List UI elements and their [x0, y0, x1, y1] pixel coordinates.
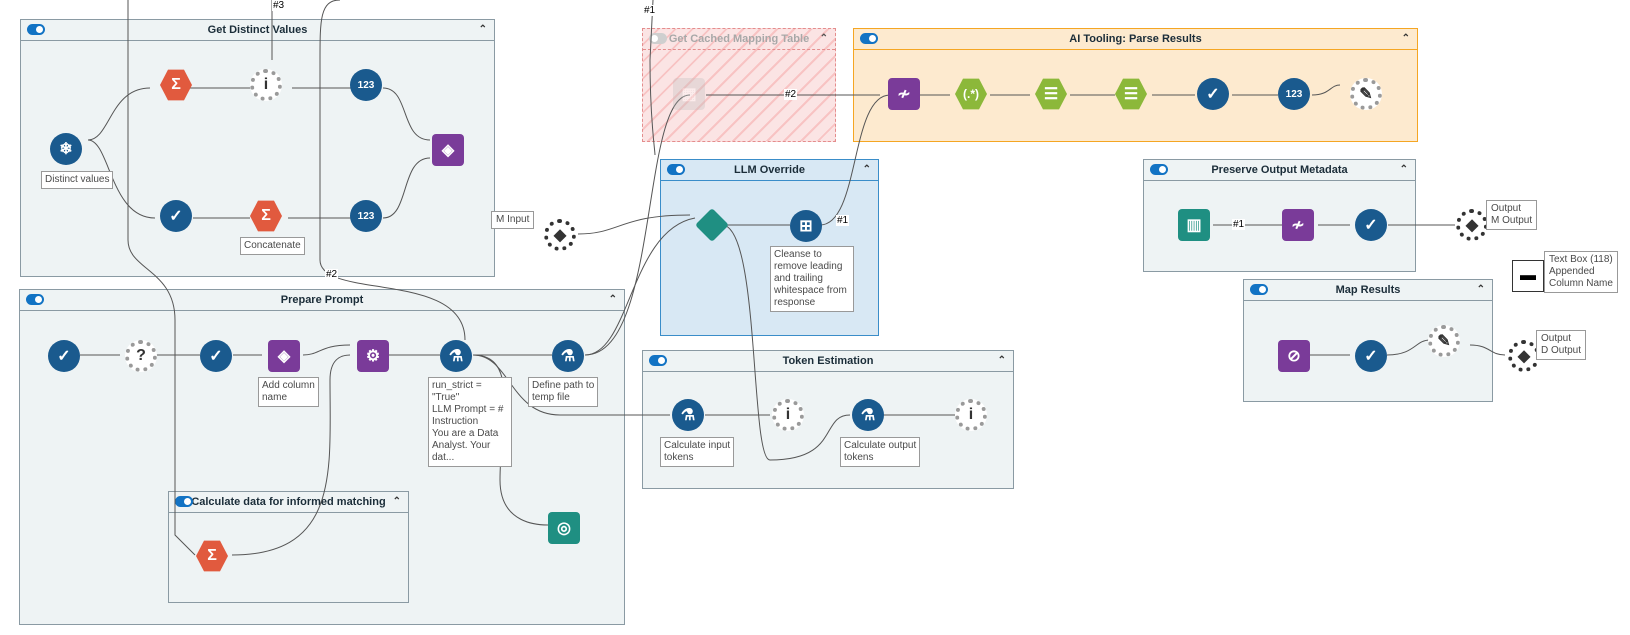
container-toggle[interactable]: [649, 355, 667, 366]
dynamic-rename-icon[interactable]: ⊘: [1278, 340, 1310, 372]
text-box-icon[interactable]: ▬: [1512, 260, 1544, 292]
container-toggle[interactable]: [1150, 164, 1168, 175]
formula-icon[interactable]: ⚗: [440, 340, 472, 372]
wire-label: #1: [836, 215, 850, 226]
collapse-chevron-icon[interactable]: ⌃: [478, 24, 487, 35]
browse-info-icon[interactable]: i: [250, 69, 282, 101]
annotation-define-path: Define path to temp file: [528, 377, 599, 407]
container-title: LLM Override: [734, 164, 805, 176]
browse-info-icon[interactable]: i: [955, 399, 987, 431]
text-box-label: Text Box (118) Appended Column Name: [1544, 251, 1618, 293]
collapse-chevron-icon[interactable]: ⌃: [819, 33, 828, 44]
macro-output-m-label: Output M Output: [1486, 200, 1538, 230]
select-icon[interactable]: ✓: [1355, 209, 1387, 241]
macro-output-d-label: Output D Output: [1536, 330, 1587, 360]
container-toggle[interactable]: [860, 33, 878, 44]
record-id-icon[interactable]: 123: [1278, 78, 1310, 110]
formula-icon[interactable]: ⚗: [672, 399, 704, 431]
select-icon[interactable]: ✓: [1197, 78, 1229, 110]
record-id-icon[interactable]: 123: [350, 69, 382, 101]
container-toggle[interactable]: [667, 164, 685, 175]
collapse-chevron-icon[interactable]: ⌃: [1399, 164, 1408, 175]
collapse-chevron-icon[interactable]: ⌃: [608, 294, 617, 305]
container-toggle[interactable]: [27, 24, 45, 35]
select-icon[interactable]: ✓: [160, 200, 192, 232]
container-title: Preserve Output Metadata: [1211, 164, 1348, 176]
help-macro-icon[interactable]: ?: [125, 340, 157, 372]
container-title: AI Tooling: Parse Results: [1069, 33, 1202, 45]
settings-macro-icon[interactable]: ⚙: [357, 340, 389, 372]
macro-input-label: M Input: [491, 211, 535, 229]
collapse-chevron-icon[interactable]: ⌃: [862, 164, 871, 175]
container-title: Calculate data for informed matching: [191, 496, 386, 508]
cached-input-icon[interactable]: ▦: [673, 78, 705, 110]
formula-icon[interactable]: ⚗: [552, 340, 584, 372]
annotation-add-column-name: Add column name: [258, 377, 319, 407]
snowflake-input-icon[interactable]: ❄: [50, 133, 82, 165]
select-icon[interactable]: ✓: [200, 340, 232, 372]
container-toggle[interactable]: [26, 294, 44, 305]
container-title: Get Distinct Values: [207, 24, 308, 36]
collapse-chevron-icon[interactable]: ⌃: [1476, 284, 1485, 295]
formula-icon[interactable]: ⚗: [852, 399, 884, 431]
collapse-chevron-icon[interactable]: ⌃: [392, 496, 401, 507]
macro-output-icon[interactable]: ◆: [1456, 209, 1488, 241]
browse-binoculars-icon[interactable]: ◎: [548, 512, 580, 544]
container-title: Get Cached Mapping Table: [668, 33, 810, 45]
container-title: Prepare Prompt: [280, 294, 364, 306]
wire-label: #1: [1232, 219, 1246, 230]
parse-dna-icon[interactable]: ≁: [888, 78, 920, 110]
parse-dna-icon[interactable]: ≁: [1282, 209, 1314, 241]
join-icon[interactable]: ◈: [268, 340, 300, 372]
container-toggle[interactable]: [1250, 284, 1268, 295]
wire-label: #3: [272, 0, 286, 11]
annotation-distinct-values: Distinct values: [41, 171, 114, 189]
wire-label: #2: [784, 89, 798, 100]
text-to-columns-icon[interactable]: ☰: [1115, 78, 1147, 110]
annotation-calc-input: Calculate input tokens: [660, 437, 735, 467]
wire-label: #2: [325, 269, 339, 280]
macro-input-icon[interactable]: ◆: [544, 219, 576, 251]
select-icon[interactable]: ✓: [48, 340, 80, 372]
container-get-cached-mapping-table[interactable]: Get Cached Mapping Table ⌃: [642, 28, 836, 142]
annotation-run-strict: run_strict = "True" LLM Prompt = # Instr…: [428, 377, 512, 467]
text-to-columns-icon[interactable]: ☰: [1035, 78, 1067, 110]
container-title: Token Estimation: [782, 355, 874, 367]
join-icon[interactable]: ◈: [432, 134, 464, 166]
book-input-icon[interactable]: ▥: [1178, 209, 1210, 241]
collapse-chevron-icon[interactable]: ⌃: [1401, 33, 1410, 44]
browse-info-icon[interactable]: i: [772, 399, 804, 431]
container-toggle[interactable]: [649, 33, 667, 44]
summarize-icon[interactable]: Σ: [196, 540, 228, 572]
formula-macro-icon[interactable]: ✎: [1428, 325, 1460, 357]
collapse-chevron-icon[interactable]: ⌃: [997, 355, 1006, 366]
container-toggle[interactable]: [175, 496, 193, 507]
container-title: Map Results: [1335, 284, 1401, 296]
formula-macro-icon[interactable]: ✎: [1350, 78, 1382, 110]
annotation-cleanse: Cleanse to remove leading and trailing w…: [770, 246, 854, 312]
multi-field-formula-icon[interactable]: ⊞: [790, 210, 822, 242]
record-id-icon[interactable]: 123: [350, 200, 382, 232]
annotation-calc-output: Calculate output tokens: [840, 437, 921, 467]
wire-label: #1: [643, 5, 657, 16]
annotation-concatenate: Concatenate: [240, 237, 305, 255]
select-icon[interactable]: ✓: [1355, 340, 1387, 372]
